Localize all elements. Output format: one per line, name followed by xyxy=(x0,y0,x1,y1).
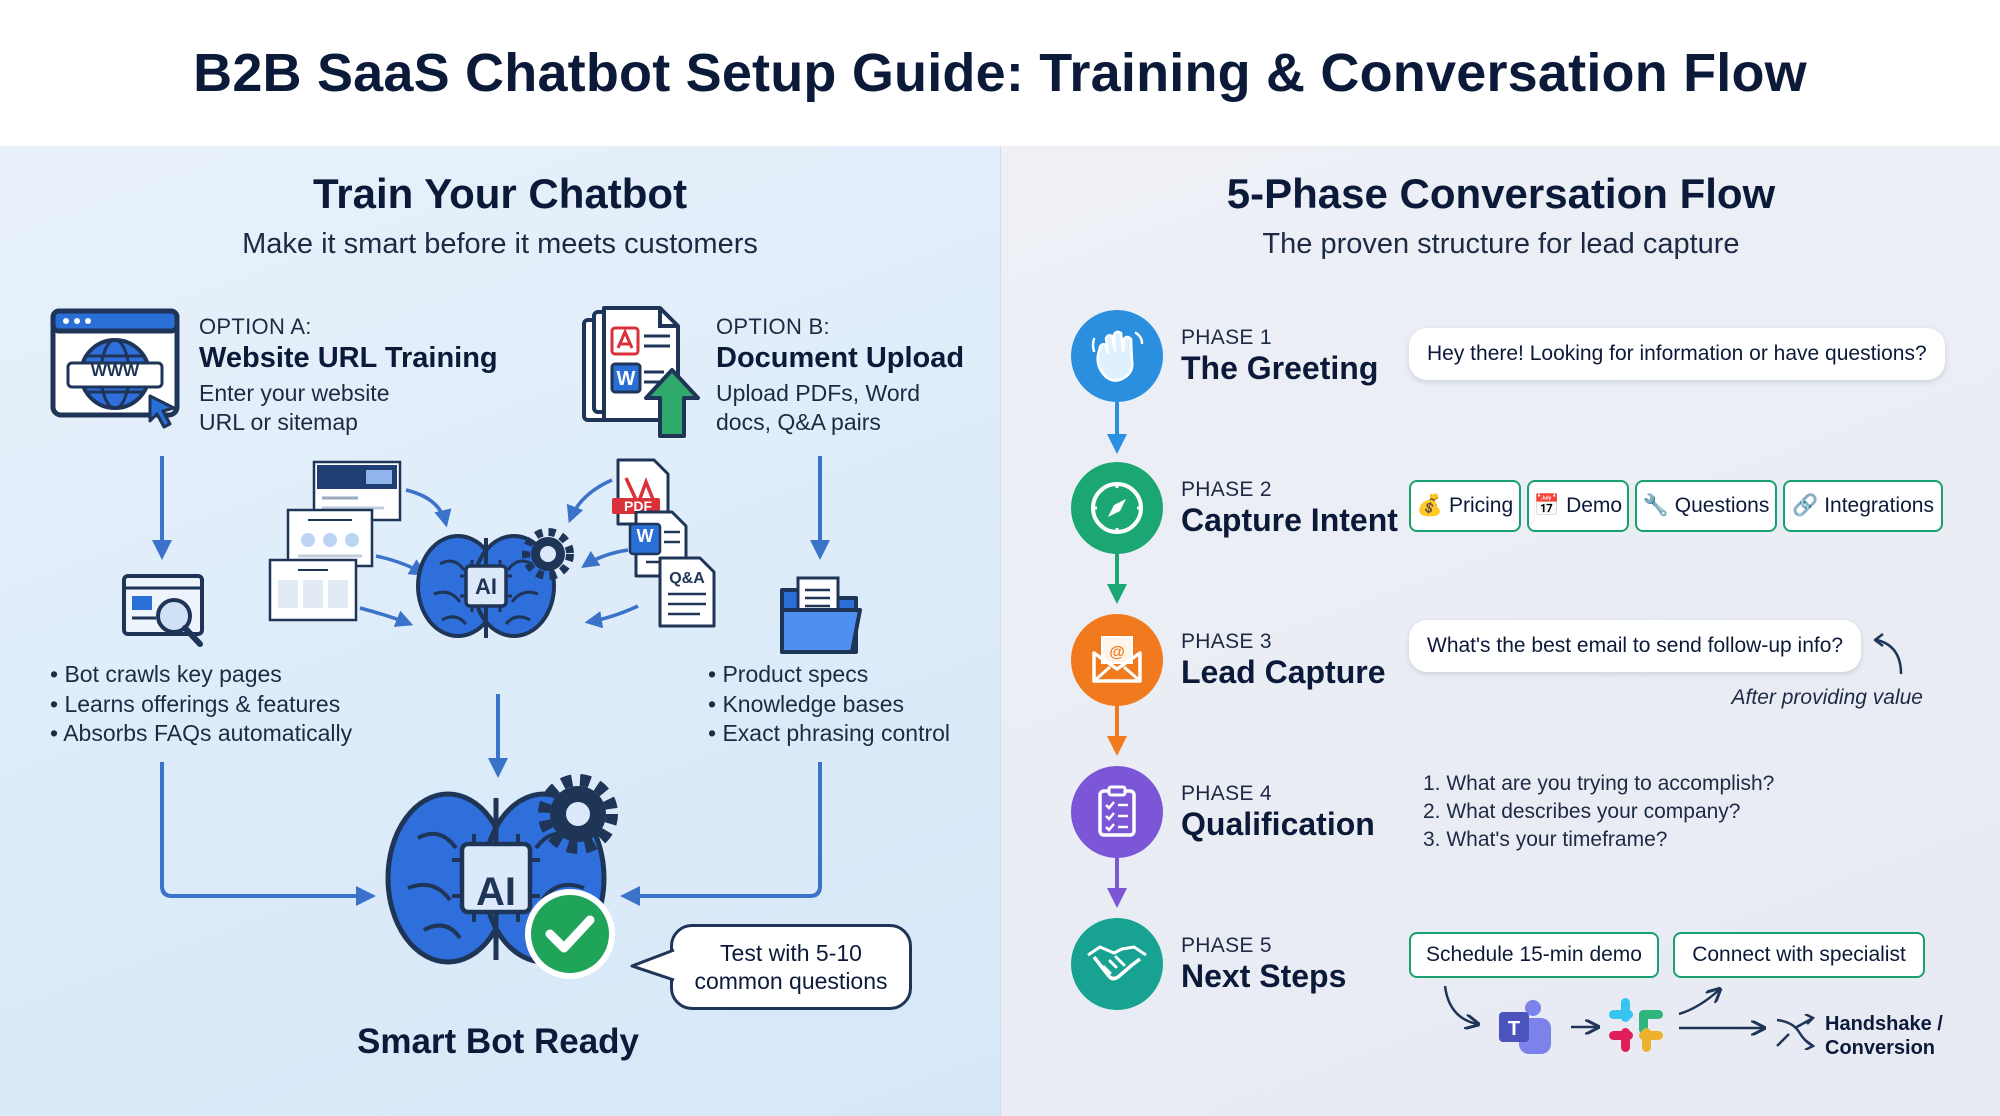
bullet-item: Knowledge bases xyxy=(708,690,950,720)
calendar-icon: 📅 xyxy=(1533,494,1561,517)
connect-specialist-button[interactable]: Connect with specialist xyxy=(1673,932,1925,978)
clipboard-checklist-icon xyxy=(1098,785,1136,837)
small-brain-label: AI xyxy=(475,574,497,599)
training-subheading: Make it smart before it meets customers xyxy=(242,228,758,260)
qualification-question: 1. What are you trying to accomplish? xyxy=(1423,772,1775,795)
greeting-message-bubble: Hey there! Looking for information or ha… xyxy=(1409,328,1945,380)
test-bubble-line-1: Test with 5-10 xyxy=(720,940,862,966)
link-icon: 🔗 xyxy=(1792,494,1819,517)
handshake-icon xyxy=(1087,945,1147,981)
big-brain-label: AI xyxy=(476,870,516,914)
phase-3-circle: @ xyxy=(1071,614,1163,706)
option-a-tag: OPTION A: xyxy=(199,314,312,339)
phase-5-title: Next Steps xyxy=(1181,958,1347,994)
small-ai-brain-icon xyxy=(416,528,574,638)
lead-capture-note: After providing value xyxy=(1731,686,1923,709)
lead-capture-message-bubble: What's the best email to send follow-up … xyxy=(1409,620,1862,672)
phase-4-title: Qualification xyxy=(1181,806,1375,842)
page-title: B2B SaaS Chatbot Setup Guide: Training &… xyxy=(193,43,1807,103)
left-elbow-arrow xyxy=(160,762,376,906)
phase-1-tag: PHASE 1 xyxy=(1181,326,1272,349)
crawl-magnifier-icon xyxy=(122,574,204,647)
bullet-item: Exact phrasing control xyxy=(708,719,950,749)
phase-connectors xyxy=(1107,402,1127,908)
flow-heading: 5-Phase Conversation Flow xyxy=(1226,170,1776,217)
training-heading: Train Your Chatbot xyxy=(312,170,688,217)
documents-folder-icon xyxy=(780,576,862,654)
phase-2-title: Capture Intent xyxy=(1181,502,1398,538)
curved-arrow-icon xyxy=(1873,633,1903,675)
doc-file-icons xyxy=(612,458,716,628)
chip-questions[interactable]: 🔧Questions xyxy=(1635,480,1777,532)
bullet-item: Learns offerings & features xyxy=(50,690,352,720)
right-elbow-arrow xyxy=(620,762,822,906)
qa-label: Q&A xyxy=(669,570,705,587)
option-a-desc-2: URL or sitemap xyxy=(199,409,358,435)
option-b-title: Document Upload xyxy=(716,342,965,374)
qualification-question: 3. What's your timeframe? xyxy=(1423,828,1668,851)
smart-bot-ready-label: Smart Bot Ready xyxy=(356,1022,640,1061)
svg-text:T: T xyxy=(1508,1018,1520,1040)
bullet-item: Product specs xyxy=(708,660,950,690)
handoff-label-line-2: Conversion xyxy=(1825,1037,1936,1059)
option-b-bullets: Product specs Knowledge bases Exact phra… xyxy=(708,660,950,749)
chip-pricing[interactable]: 💰Pricing xyxy=(1409,480,1521,532)
compass-icon xyxy=(1091,482,1143,534)
training-flow-diagram xyxy=(122,456,862,979)
training-panel: Train Your Chatbot Make it smart before … xyxy=(0,146,1000,1116)
www-label: WWW xyxy=(90,361,140,380)
handoff-label-line-1: Handshake / xyxy=(1825,1013,1943,1035)
bullet-item: Bot crawls key pages xyxy=(50,660,352,690)
option-b-desc-2: docs, Q&A pairs xyxy=(716,409,881,435)
flow-subheading: The proven structure for lead capture xyxy=(1262,228,1740,260)
qualification-questions: 1. What are you trying to accomplish? 2.… xyxy=(1423,770,1774,854)
phase-4-tag: PHASE 4 xyxy=(1181,782,1272,805)
crossing-arrows-icon xyxy=(1776,1014,1815,1050)
waving-hand-icon xyxy=(1091,330,1144,382)
phase-3-tag: PHASE 3 xyxy=(1181,630,1272,653)
conversation-panel: 5-Phase Conversation Flow The proven str… xyxy=(1000,146,2000,1116)
qualification-question: 2. What describes your company? xyxy=(1423,800,1741,823)
website-thumbnails xyxy=(268,460,402,622)
test-bubble-line-2: common questions xyxy=(694,968,888,994)
phase-5-tag: PHASE 5 xyxy=(1181,934,1272,957)
big-ai-brain-icon xyxy=(385,774,618,979)
phase-5-circle xyxy=(1071,918,1163,1010)
document-upload-icon: W xyxy=(582,306,700,438)
slack-icon xyxy=(1609,998,1663,1052)
phase-1-title: The Greeting xyxy=(1181,350,1379,386)
website-browser-icon xyxy=(50,308,180,429)
teams-icon: T xyxy=(1499,1000,1551,1054)
check-badge-icon xyxy=(525,889,615,979)
option-a-title: Website URL Training xyxy=(199,342,498,374)
schedule-demo-button[interactable]: Schedule 15-min demo xyxy=(1409,932,1659,978)
envelope-icon: @ xyxy=(1092,636,1142,683)
bullet-item: Absorbs FAQs automatically xyxy=(50,719,352,749)
chip-demo[interactable]: 📅Demo xyxy=(1527,480,1629,532)
phase-2-circle xyxy=(1071,462,1163,554)
svg-text:W: W xyxy=(617,368,636,390)
option-b-tag: OPTION B: xyxy=(716,314,830,339)
option-a-bullets: Bot crawls key pages Learns offerings & … xyxy=(50,660,352,749)
test-questions-bubble: Test with 5-10 common questions xyxy=(670,924,912,1010)
phase-1-circle xyxy=(1071,310,1163,402)
intent-chips: 💰Pricing 📅Demo 🔧Questions 🔗Integrations xyxy=(1409,480,1943,532)
option-b-desc-1: Upload PDFs, Word xyxy=(716,380,921,406)
integration-flow: T xyxy=(1443,985,1771,1054)
word-label: W xyxy=(636,526,654,546)
phase-4-circle xyxy=(1071,766,1163,858)
money-bag-icon: 💰 xyxy=(1416,494,1443,517)
pdf-label: PDF xyxy=(624,498,652,514)
phase-3-title: Lead Capture xyxy=(1181,654,1386,690)
handoff-label: Handshake / Conversion xyxy=(1825,1012,1943,1060)
option-a-desc-1: Enter your website xyxy=(199,380,390,406)
chip-integrations[interactable]: 🔗Integrations xyxy=(1783,480,1943,532)
phase-2-tag: PHASE 2 xyxy=(1181,478,1272,501)
svg-text:@: @ xyxy=(1109,644,1125,661)
wrench-icon: 🔧 xyxy=(1642,494,1669,517)
bubble-tail xyxy=(630,948,676,982)
